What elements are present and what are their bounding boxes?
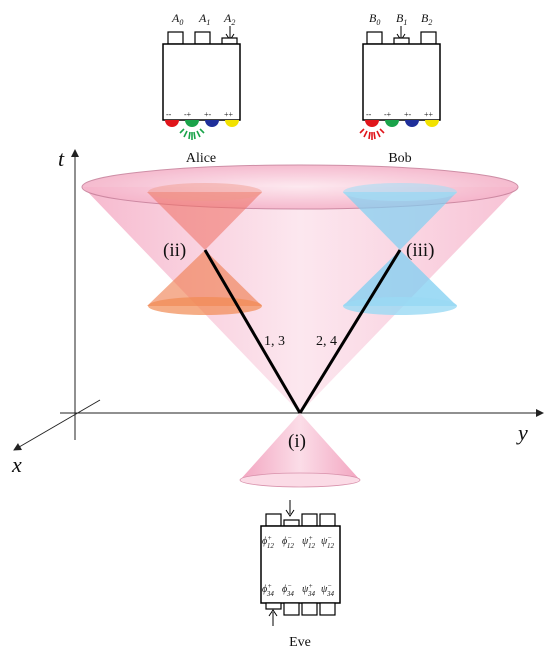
alice-device: A0 A1 A2 -- -+ +- ++ Alice xyxy=(162,11,241,166)
bob-label: Bob xyxy=(388,151,411,166)
alice-button-A1[interactable] xyxy=(194,31,211,45)
alice-green-glow-rays xyxy=(179,128,205,140)
alice-outcome-pp: ++ xyxy=(224,110,234,119)
eve-top-button-2[interactable] xyxy=(283,519,300,527)
bob-device: B0 B1 B2 -- -+ +- ++ Bob xyxy=(359,11,441,166)
bob-setting-B1-label: B1 xyxy=(396,11,407,27)
worldlines: 1, 3 2, 4 xyxy=(203,249,402,414)
eve-top-label-psi-plus-12: ψ+12 xyxy=(302,534,315,550)
eve-bottom-button-2[interactable] xyxy=(283,602,300,616)
worldline-to-bob xyxy=(298,249,402,414)
bob-box xyxy=(362,43,441,121)
eve-bottom-button-1[interactable] xyxy=(265,602,282,610)
alice-lamp-red xyxy=(165,120,179,127)
alice-setting-A1-label: A1 xyxy=(198,11,210,27)
worldline-right-label: 2, 4 xyxy=(316,334,337,349)
bob-lamp-red xyxy=(365,120,379,127)
alice-setting-A0-label: A0 xyxy=(171,11,183,27)
alice-button-A0[interactable] xyxy=(167,31,184,45)
alice-box xyxy=(162,43,241,121)
bob-setting-B0-label: B0 xyxy=(369,11,380,27)
alice-lamp-blue xyxy=(205,120,219,127)
eve-top-button-3[interactable] xyxy=(301,513,318,527)
y-axis-label: y xyxy=(516,420,528,445)
bob-setting-B2-label: B2 xyxy=(421,11,432,27)
t-axis-label: t xyxy=(58,146,65,171)
event-i-label: (i) xyxy=(288,431,306,452)
axes: t y x xyxy=(11,146,544,477)
bob-button-B2[interactable] xyxy=(420,31,437,45)
eve-device: ϕ+12 ϕ−12 ψ+12 ψ−12 ϕ+34 ϕ−34 ψ+34 ψ−34 … xyxy=(260,500,341,650)
bob-lamp-yellow xyxy=(425,120,439,127)
x-axis-label: x xyxy=(11,452,22,477)
alice-label: Alice xyxy=(186,151,216,166)
alice-outcome-mp: -+ xyxy=(184,110,192,119)
bob-lamp-blue xyxy=(405,120,419,127)
bob-outcome-pm: +- xyxy=(404,110,412,119)
x-axis xyxy=(13,399,101,451)
bob-outcome-mp: -+ xyxy=(384,110,392,119)
event-iii-label: (iii) xyxy=(406,240,435,261)
eve-top-label-phi-plus-12: ϕ+12 xyxy=(262,534,274,550)
eve-light-cone xyxy=(239,413,361,488)
eve-box xyxy=(260,525,341,604)
bob-button-B1[interactable] xyxy=(393,37,410,45)
eve-top-button-4[interactable] xyxy=(319,513,336,527)
bob-button-B0[interactable] xyxy=(366,31,383,45)
event-ii-label: (ii) xyxy=(163,240,186,261)
eve-top-button-1[interactable] xyxy=(265,513,282,527)
eve-top-labels: ϕ+12 ϕ−12 ψ+12 ψ−12 xyxy=(262,534,334,550)
eve-bottom-label-psi-plus-34: ψ+34 xyxy=(302,582,315,598)
alice-lamp-yellow xyxy=(225,120,239,127)
eve-top-label-psi-minus-12: ψ−12 xyxy=(321,534,334,550)
alice-outcome-mm: -- xyxy=(166,110,172,119)
bob-outcome-pp: ++ xyxy=(424,110,434,119)
alice-setting-A2-label: A2 xyxy=(223,11,235,27)
alice-button-A2[interactable] xyxy=(221,37,238,45)
eve-bottom-label-phi-minus-34: ϕ−34 xyxy=(282,582,294,598)
bob-light-cones xyxy=(343,183,457,315)
eve-top-label-phi-minus-12: ϕ−12 xyxy=(282,534,294,550)
bob-outcome-mm: -- xyxy=(366,110,372,119)
eve-bottom-labels: ϕ+34 ϕ−34 ψ+34 ψ−34 xyxy=(262,582,334,598)
bob-lamp-green xyxy=(385,120,399,127)
eve-bottom-label-psi-minus-34: ψ−34 xyxy=(321,582,334,598)
alice-outcome-pm: +- xyxy=(204,110,212,119)
eve-bottom-label-phi-plus-34: ϕ+34 xyxy=(262,582,274,598)
future-light-cone xyxy=(81,164,519,413)
bob-red-glow-rays xyxy=(359,128,385,140)
worldline-left-label: 1, 3 xyxy=(264,334,285,349)
worldline-to-alice xyxy=(203,249,302,414)
alice-lamp-green xyxy=(185,120,199,127)
eve-label: Eve xyxy=(289,635,311,650)
eve-bottom-button-4[interactable] xyxy=(319,602,336,616)
eve-bottom-button-3[interactable] xyxy=(301,602,318,616)
